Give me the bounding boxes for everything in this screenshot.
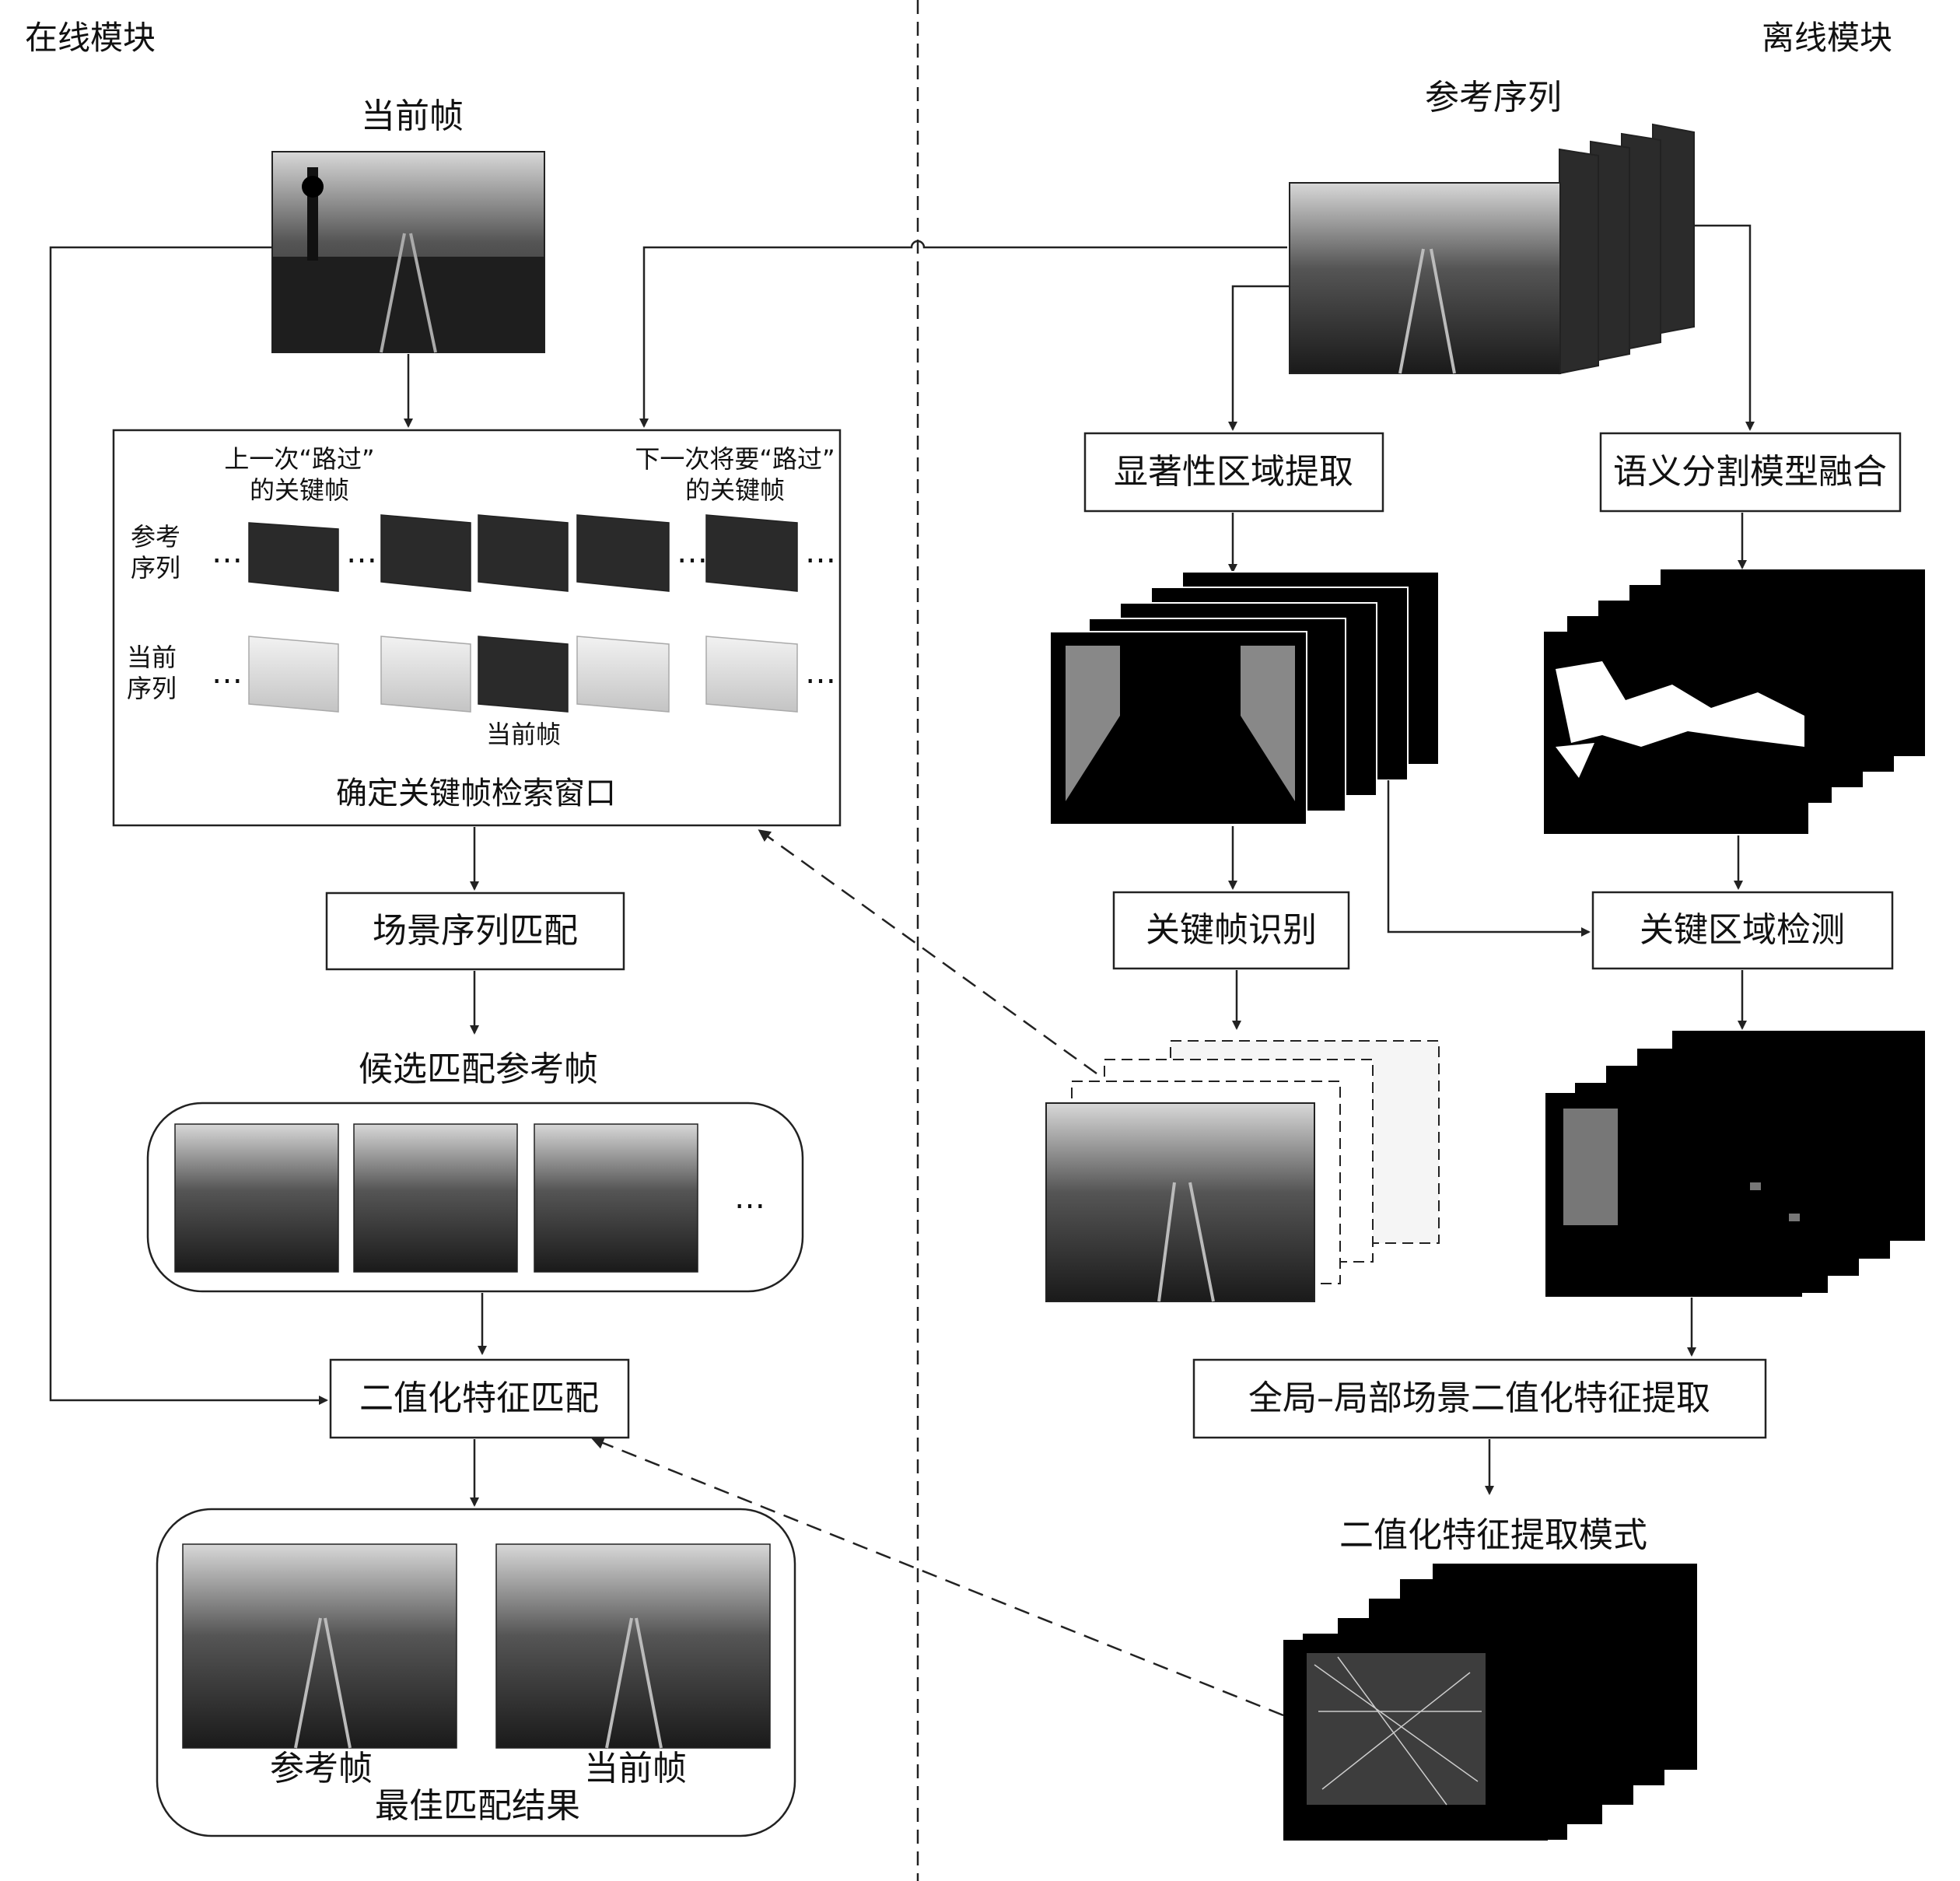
current-frame-inner-label: 当前帧 bbox=[485, 720, 562, 749]
binary-match-label: 二值化特征匹配 bbox=[359, 1378, 599, 1418]
cur-row-ellipsis-2: … bbox=[805, 655, 836, 691]
keyframe-identify-box bbox=[1112, 891, 1350, 970]
key-region-mask-stack bbox=[1545, 1031, 1925, 1297]
best-match-photos bbox=[182, 1543, 771, 1749]
global-local-extract-label: 全局–局部场景二值化特征提取 bbox=[1248, 1378, 1710, 1418]
keyframe-window-box bbox=[112, 429, 842, 827]
key-region-detect-box bbox=[1591, 891, 1894, 970]
keyframe-stack bbox=[1045, 1040, 1440, 1302]
reference-sequence-row-label: 参考 序列 bbox=[128, 521, 183, 583]
ref-row-ellipsis-2: … bbox=[346, 534, 377, 570]
candidate-frame-photos bbox=[174, 1123, 698, 1273]
reference-row-line-1: 参考 bbox=[130, 522, 180, 552]
last-keyframe-line-2: 的关键帧 bbox=[249, 475, 349, 505]
current-frame-title: 当前帧 bbox=[361, 96, 464, 136]
cur-row-ellipsis-1: … bbox=[212, 655, 243, 691]
current-frame-photo bbox=[271, 151, 545, 353]
arrow-reference-to-saliency bbox=[1228, 285, 1290, 431]
ref-row-ellipsis-4: … bbox=[805, 534, 836, 570]
candidate-ellipsis: … bbox=[734, 1180, 765, 1216]
semantic-mask-stack bbox=[1544, 569, 1925, 834]
reference-row-line-2: 序列 bbox=[130, 553, 180, 583]
reference-sequence-title: 参考序列 bbox=[1425, 78, 1562, 117]
global-local-box bbox=[1192, 1358, 1767, 1439]
saliency-box bbox=[1083, 432, 1384, 513]
arrow-reference-to-window bbox=[639, 240, 1287, 428]
next-keyframe-line-2: 的关键帧 bbox=[684, 475, 785, 505]
current-frame-caption: 当前帧 bbox=[584, 1749, 687, 1788]
reference-frame-caption: 参考帧 bbox=[270, 1749, 373, 1788]
dashed-keyframe-to-window bbox=[758, 829, 1097, 1075]
reference-sequence-stack bbox=[1289, 123, 1695, 375]
best-match-result-label: 最佳匹配结果 bbox=[375, 1786, 580, 1826]
last-keyframe-label: 上一次“路过” 的关键帧 bbox=[198, 443, 401, 506]
online-module-label: 在线模块 bbox=[25, 19, 156, 57]
scene-sequence-match-box bbox=[325, 891, 625, 971]
ref-row-ellipsis-1: … bbox=[212, 534, 243, 570]
next-keyframe-line-1: 下一次将要“路过” bbox=[635, 444, 835, 474]
semantic-box bbox=[1599, 432, 1902, 513]
keyframe-identify-label: 关键帧识别 bbox=[1146, 910, 1317, 950]
saliency-mask-stack bbox=[1049, 571, 1440, 825]
offline-module-label: 离线模块 bbox=[1762, 19, 1893, 57]
binary-pattern-stack bbox=[1283, 1564, 1697, 1841]
best-match-container bbox=[156, 1508, 796, 1837]
keyframe-window-caption: 确定关键帧检索窗口 bbox=[336, 776, 616, 811]
last-keyframe-line-1: 上一次“路过” bbox=[224, 444, 375, 474]
next-keyframe-label: 下一次将要“路过” 的关键帧 bbox=[618, 443, 852, 506]
current-sequence-row-label: 当前 序列 bbox=[124, 642, 179, 704]
semantic-fusion-label: 语义分割模型融合 bbox=[1613, 452, 1887, 492]
current-row-line-2: 序列 bbox=[126, 674, 177, 703]
key-region-detect-label: 关键区域检测 bbox=[1640, 910, 1845, 950]
arrow-saliency-to-key-region bbox=[1387, 780, 1591, 937]
current-row-line-1: 当前 bbox=[126, 643, 177, 672]
ref-row-ellipsis-3: … bbox=[677, 534, 708, 570]
candidate-frames-container bbox=[146, 1102, 804, 1293]
candidate-frames-title: 候选匹配参考帧 bbox=[359, 1049, 598, 1089]
binary-match-box bbox=[329, 1358, 630, 1439]
scene-sequence-match-label: 场景序列匹配 bbox=[373, 911, 578, 951]
binary-pattern-title: 二值化特征提取模式 bbox=[1339, 1515, 1647, 1555]
arrow-reference-to-semantic bbox=[1694, 224, 1755, 431]
reference-sequence-thumbnails bbox=[248, 514, 798, 592]
arrow-current-to-binary-match bbox=[49, 246, 328, 1405]
current-sequence-thumbnails bbox=[248, 636, 798, 713]
saliency-extract-label: 显著性区域提取 bbox=[1114, 452, 1353, 492]
